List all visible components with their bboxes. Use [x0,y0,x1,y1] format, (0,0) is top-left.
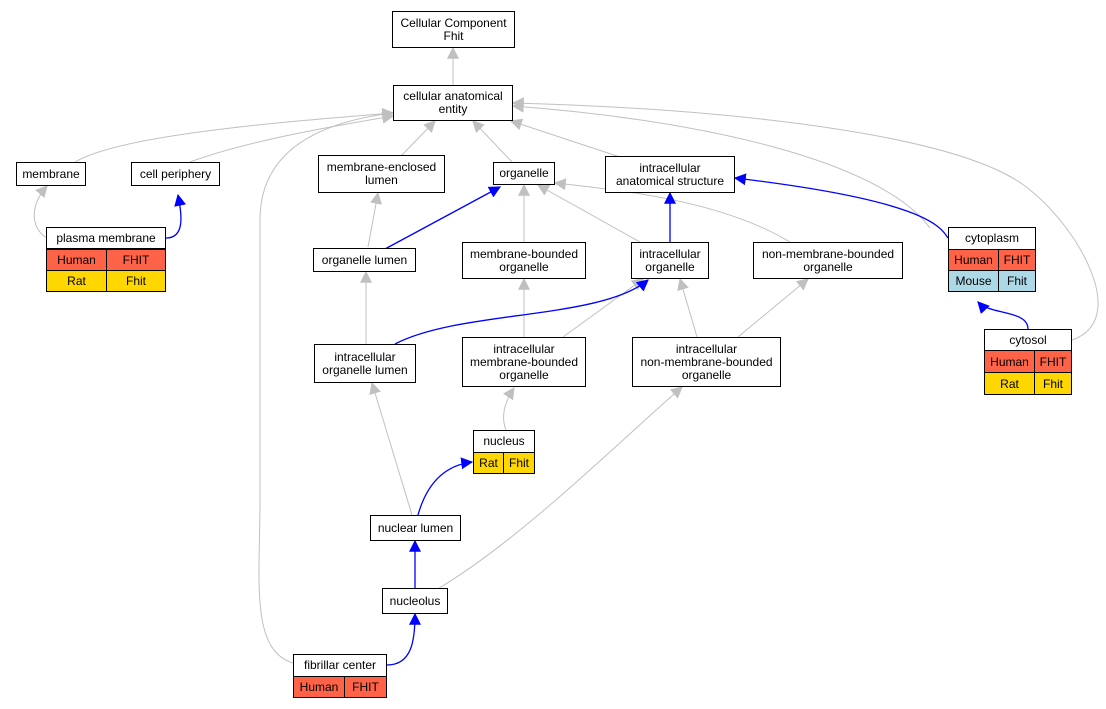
edge-cytoplasm-cae [511,100,931,229]
node-membrane[interactable]: membrane [16,162,86,186]
edge-plasmamembrane-cellperiphery [165,193,187,239]
node-nuclear-lumen[interactable]: nuclear lumen [370,515,461,541]
edge-organellelumen-mel [367,191,382,248]
species-cell: Rat [46,270,107,292]
node-label: membrane-enclosed lumen [326,160,437,187]
gene-cell: FHIT [998,249,1036,271]
node-intracellular-anatomical-structure[interactable]: intracellular anatomical structure [605,156,735,193]
edges-layer [33,46,1099,666]
species-cell: Human [948,249,999,271]
edge-nucleus-imbo [503,387,515,431]
gene-cell: FHIT [1034,350,1072,373]
node-organelle[interactable]: organelle [493,162,555,185]
gene-cell: FHIT [344,676,387,698]
edge-io-organelle [536,184,641,243]
species-cell: Rat [473,452,504,474]
node-membrane-enclosed-lumen[interactable]: membrane-enclosed lumen [318,155,445,193]
gene-cell: Fhit [503,452,535,474]
edge-organellelumen-organelle [384,186,502,250]
species-cell: Human [293,676,345,698]
edge-ias-cae [509,118,621,158]
node-label: organelle lumen [321,252,408,267]
edge-fibrillar-nucleolus [386,612,421,666]
node-header: fibrillar center [293,654,387,677]
node-label: intracellular anatomical structure [615,160,725,188]
gene-cell: FHIT [106,249,166,271]
node-intracellular-membrane-bounded-organelle[interactable]: intracellular membrane-bounded organelle [462,337,586,387]
edge-imbo-io [562,278,644,338]
node-header: plasma membrane [46,227,166,249]
edge-inmbo-nmbo [737,278,809,338]
node-header: nucleus [473,430,535,453]
gene-cell: Fhit [106,270,166,292]
node-label: intracellular organelle lumen [322,349,408,377]
node-label: cellular anatomical entity [403,89,503,116]
node-intracellular-organelle-lumen[interactable]: intracellular organelle lumen [314,344,416,383]
node-organelle-lumen[interactable]: organelle lumen [313,248,416,272]
node-cellular-component[interactable]: Cellular Component Fhit [392,11,515,48]
edge-fibrillar-cae [258,108,395,664]
edge-nuclearlumen-nucleus [417,457,474,516]
node-label: membrane [22,166,80,181]
edge-cellperiphery-cae [189,111,395,163]
edge-cytosol-cae [511,97,1099,341]
node-label: intracellular organelle [639,246,701,274]
node-membrane-bounded-organelle[interactable]: membrane-bounded organelle [462,242,586,279]
species-cell: Human [984,350,1035,373]
edge-cytoplasm-ias [733,173,949,239]
edge-inmbo-io [677,277,698,338]
edge-nuclearlumen-iol [369,381,413,516]
node-header: cytoplasm [948,227,1036,250]
node-label: cell periphery [139,166,212,181]
node-cellular-anatomical-entity[interactable]: cellular anatomical entity [393,85,513,121]
node-intracellular-organelle[interactable]: intracellular organelle [631,242,709,279]
edge-membrane-cae [74,107,395,163]
node-header: cytosol [984,329,1072,351]
edge-plasmamembrane-membrane [33,185,48,239]
node-label: membrane-bounded organelle [469,246,579,274]
gene-cell: Fhit [998,270,1036,292]
edge-cytosol-cytoplasm [977,301,1029,330]
node-cell-periphery[interactable]: cell periphery [131,162,220,186]
edge-iol-io [394,279,649,345]
node-nucleolus[interactable]: nucleolus [382,588,448,614]
node-non-membrane-bounded-organelle[interactable]: non-membrane-bounded organelle [753,242,903,279]
node-intracellular-non-membrane-bounded-organelle[interactable]: intracellular non-membrane-bounded organ… [632,337,781,387]
node-label: organelle [499,166,549,180]
edge-mel-cae [399,120,436,158]
node-label: nucleolus [389,593,441,608]
node-label: intracellular non-membrane-bounded organ… [640,341,773,382]
node-label: non-membrane-bounded organelle [761,246,895,274]
species-cell: Mouse [948,270,999,292]
species-cell: Rat [984,372,1035,395]
gene-cell: Fhit [1034,372,1072,395]
edge-nucleolus-inmbo [435,386,683,591]
node-label: nuclear lumen [377,520,454,535]
node-label: Cellular Component Fhit [400,15,507,43]
species-cell: Human [46,249,107,271]
node-label: intracellular membrane-bounded organelle [469,341,579,382]
edge-organelle-cae [472,120,513,163]
